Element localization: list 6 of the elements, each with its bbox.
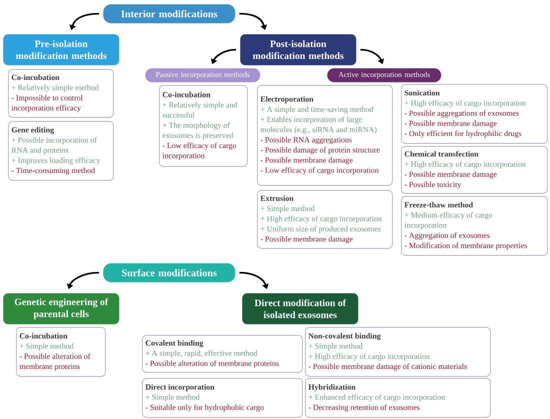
method-group-box: Genetic engineering of parental cells bbox=[3, 293, 120, 324]
category-pill: Interior modifications bbox=[103, 4, 236, 24]
method-group-box: Direct modification of isolated exosomes bbox=[242, 293, 358, 324]
method-group-box: Post-isolation modification methods bbox=[240, 34, 356, 66]
category-pill: Surface modifications bbox=[103, 263, 236, 282]
method-group-box: Pre-isolation modification methods bbox=[3, 34, 120, 66]
